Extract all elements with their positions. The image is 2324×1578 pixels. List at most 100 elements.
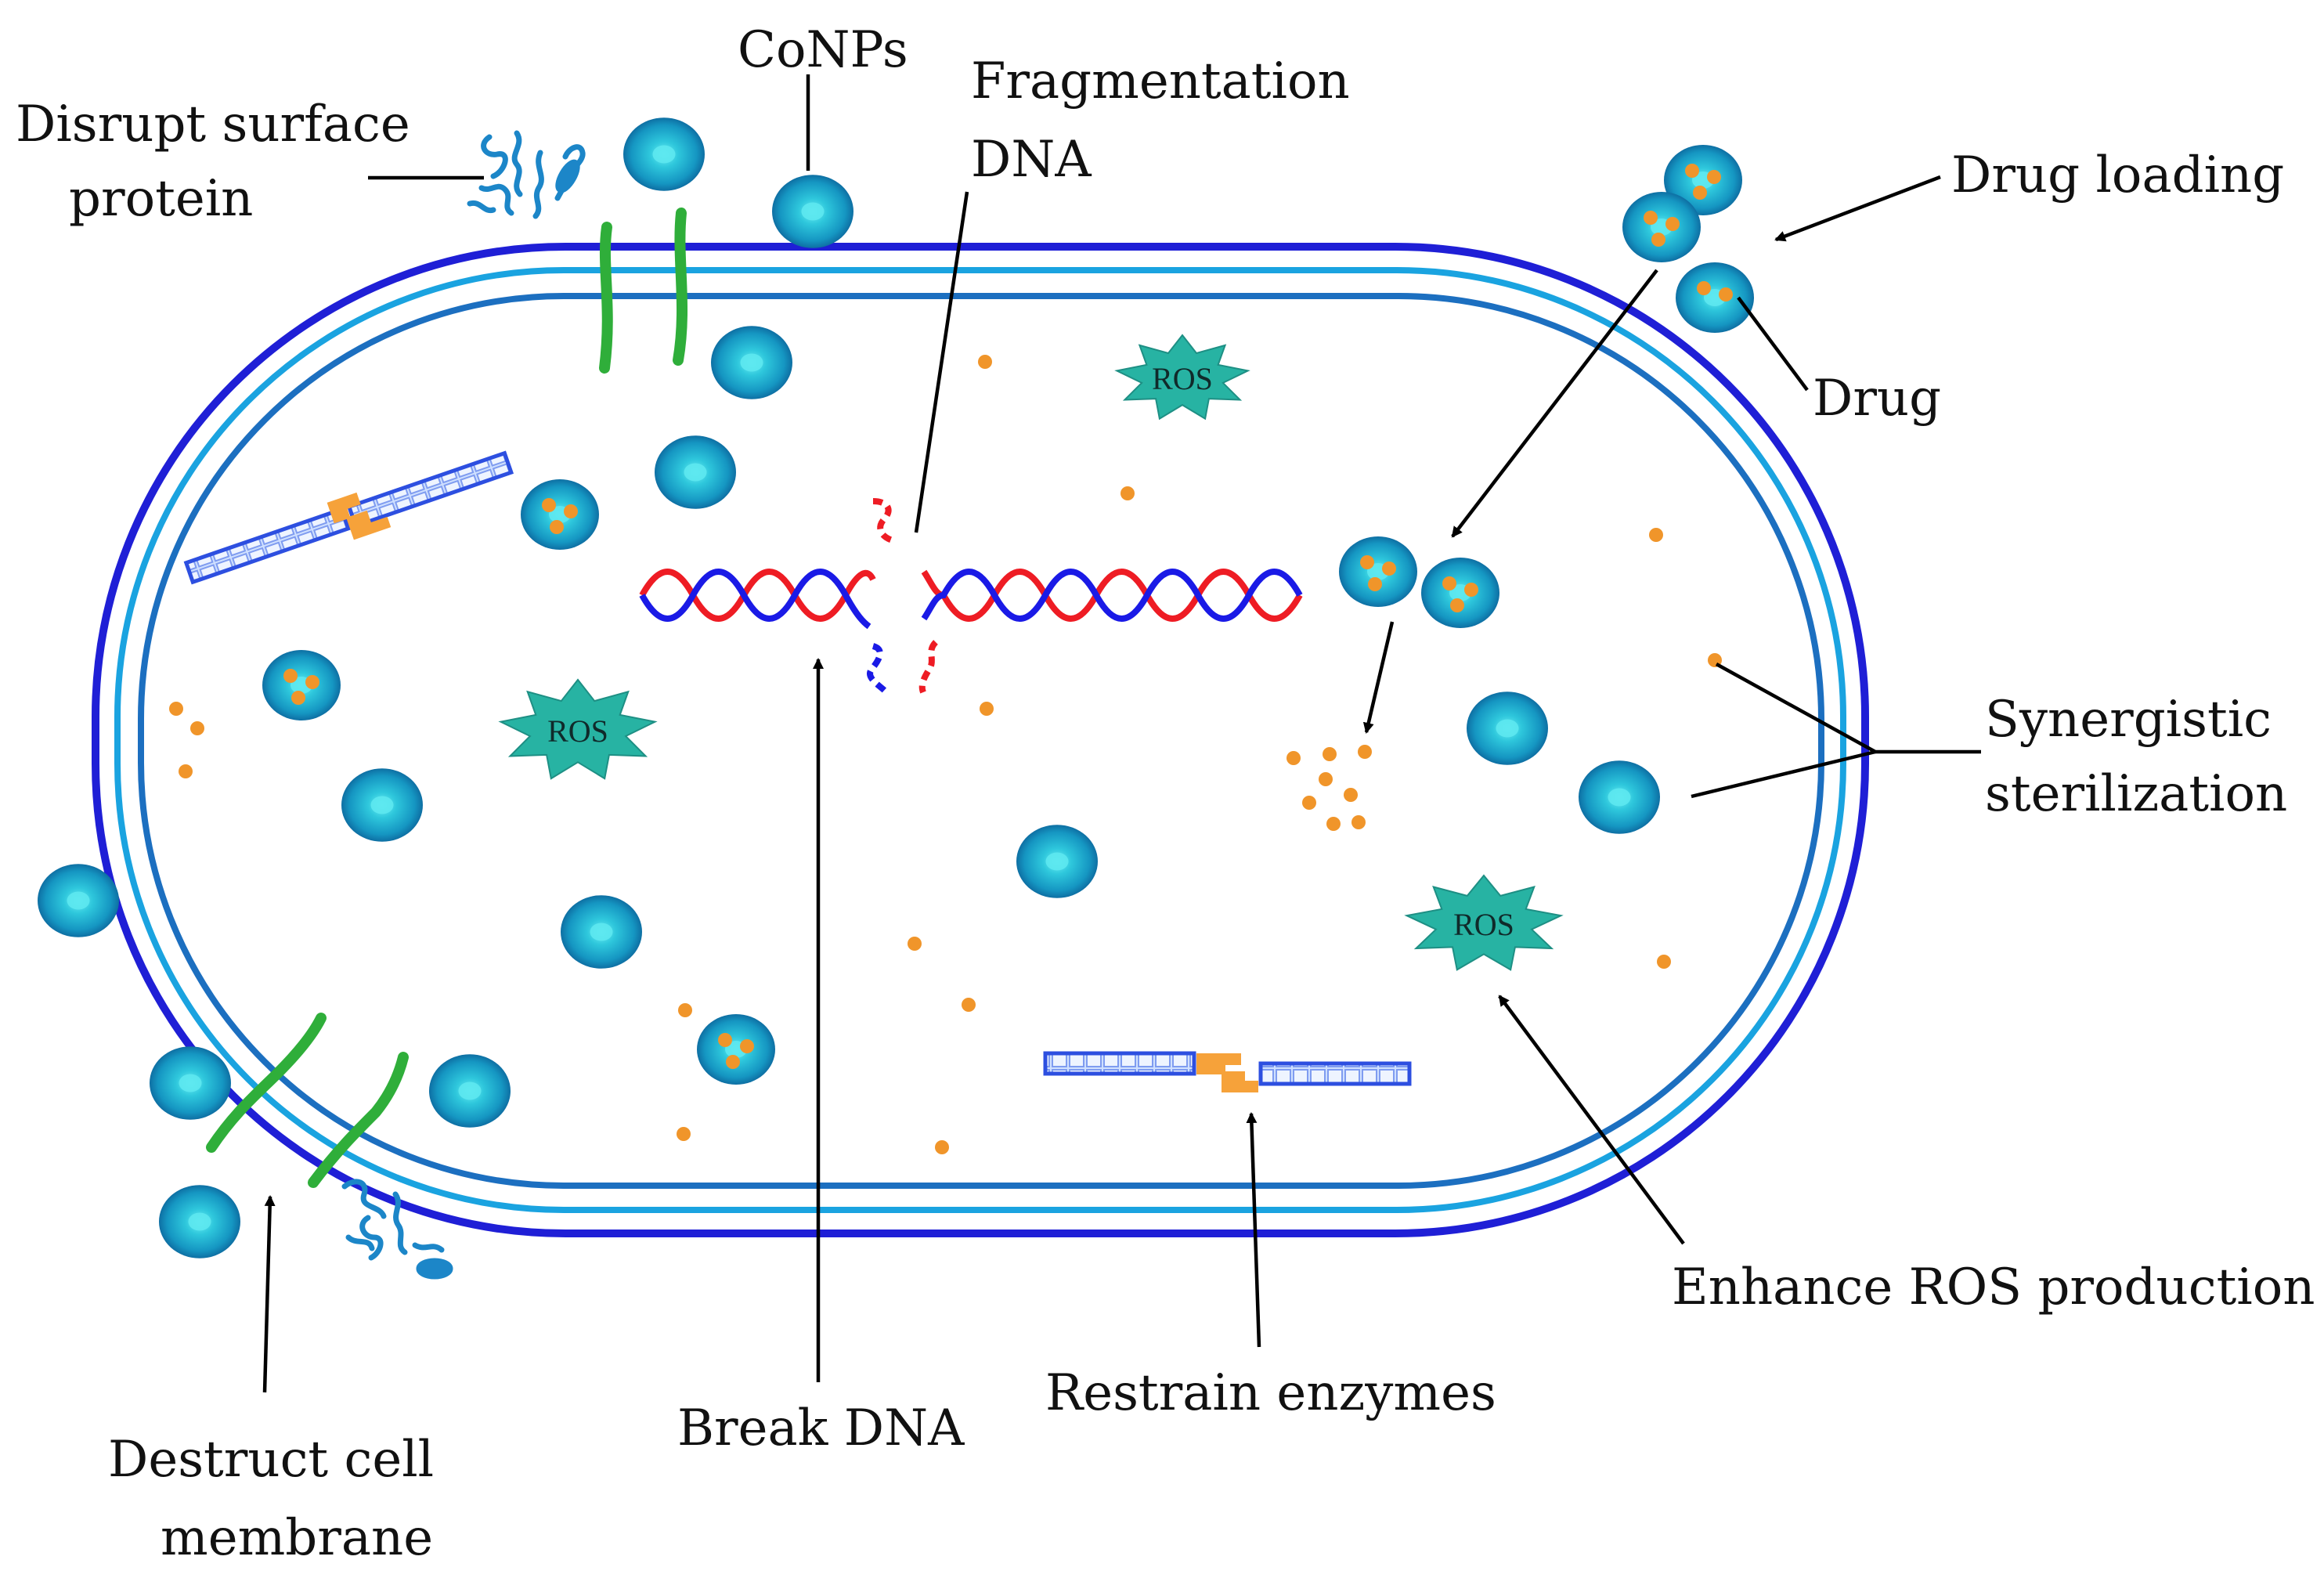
loaded-drug-dot [305,675,319,689]
disrupted-protein-bottom [341,1179,453,1280]
loaded-drug-dot [1651,233,1665,247]
dna-fragment-red-top [872,498,894,543]
conp-nanoparticle [655,435,736,509]
label-destruct-2: membrane [161,1509,433,1567]
free-drug-dot [962,998,976,1012]
label-conps: CoNPs [738,21,908,79]
label-enhance-ros: Enhance ROS production [1672,1258,2315,1316]
inner-membrane-dark [138,293,1824,1189]
labels: Disrupt surface protein CoNPs Fragmentat… [16,21,2315,1567]
loaded-drug-dot [564,504,578,518]
label-drug: Drug [1813,370,1941,428]
cell-envelope [92,243,1869,1237]
loaded-drug-dot [740,1039,754,1053]
free-drug-dot [935,1140,949,1154]
free-drug-dot [1286,751,1301,765]
free-drug-dot [190,721,204,735]
loaded-drug-dot [1644,211,1658,225]
membrane-channels-bottom [206,1013,409,1188]
dna-right-red [921,569,1303,622]
ros-group: ROS ROS ROS [498,334,1564,971]
free-drug-dot [1323,747,1337,761]
label-fragmentation-1: Fragmentation [971,52,1350,110]
pointer-fragmentation [914,191,969,533]
conp-nanoparticle [159,1185,240,1258]
free-drug-dot [1344,788,1358,802]
conp-nanoparticle [38,864,119,937]
loaded-drug-dot [283,669,298,683]
label-disrupt-1: Disrupt surface [16,96,410,153]
free-drug-dot [677,1127,691,1141]
loaded-drug-dot [550,520,564,534]
free-drug-dot [1358,745,1372,759]
loaded-drug-dot [1693,186,1707,200]
dna-fragment-red-bottom [918,640,939,694]
conp-nanoparticle [1579,760,1660,834]
label-disrupt-2: protein [69,170,253,228]
conp-nanoparticle [1622,192,1701,262]
conp-nanoparticle [623,117,705,191]
loaded-drug-dot [1697,281,1711,295]
conp-nanoparticle [1339,536,1417,607]
loaded-drug-dot [1707,170,1721,184]
arrow-drug-into-cell [1451,269,1658,538]
free-drug-dot [1319,772,1333,786]
conp-nanoparticle [561,895,642,969]
pointer-drug [1737,296,1809,392]
conp-nanoparticle [772,175,853,248]
label-drug-loading: Drug loading [1951,146,2284,204]
conp-nanoparticle [262,650,341,720]
dna-helix [639,498,1303,694]
ros-star: ROS [1114,334,1250,421]
ros-star: ROS [1404,874,1564,971]
label-restrain-enzymes: Restrain enzymes [1045,1364,1496,1422]
arrow-drug-release [1362,621,1395,734]
membrane-channels-top [599,208,688,374]
label-break-dna: Break DNA [677,1399,965,1457]
loaded-drug-dot [542,498,556,512]
loaded-drug-dot [1450,598,1464,612]
disrupted-protein-top [467,130,586,219]
conp-nanoparticle [697,1014,775,1085]
loaded-drug-dot [291,691,305,705]
free-drug-dot [1302,796,1316,810]
conp-nanoparticle [150,1046,231,1120]
loaded-drug-dot [1382,562,1396,576]
loaded-drug-dot [1719,287,1733,302]
loaded-drug-dot [1665,217,1680,231]
pointers [262,74,1981,1393]
pointer-synergistic [1715,663,1981,754]
conp-nanoparticle [1664,145,1742,215]
arrow-drug-loading [1774,175,1941,242]
conp-nanoparticle [341,768,423,842]
free-drug-dot [1649,528,1663,542]
ros-star: ROS [498,678,658,780]
ros-label: ROS [1152,361,1213,396]
loaded-drug-dot [718,1033,732,1047]
ros-label: ROS [1453,907,1514,942]
enzyme-lower [1043,1051,1412,1092]
conps-group [38,117,1754,1258]
label-destruct-1: Destruct cell [108,1431,434,1489]
outer-membrane [92,243,1869,1237]
free-drug-dot [908,937,922,951]
inner-membrane-light [114,267,1846,1213]
loaded-drug-dot [726,1055,740,1069]
arrow-destruct-membrane [262,1195,276,1393]
free-drug-dot [1326,817,1341,831]
conp-nanoparticle [1676,262,1754,333]
conp-nanoparticle [429,1054,511,1128]
label-synergistic-1: Synergistic [1985,691,2272,749]
free-drug-dot [678,1003,692,1017]
conp-nanoparticle [1467,692,1548,765]
loaded-drug-dot [1685,164,1699,178]
free-drug-dot [179,764,193,778]
dna-left-blue [639,569,872,630]
conp-nanoparticle [1421,558,1499,628]
ros-label: ROS [547,713,608,749]
conp-nanoparticle [1016,825,1098,898]
conp-nanoparticle [521,479,599,550]
free-drug-dot [1351,815,1366,829]
free-drug-dot [980,702,994,716]
